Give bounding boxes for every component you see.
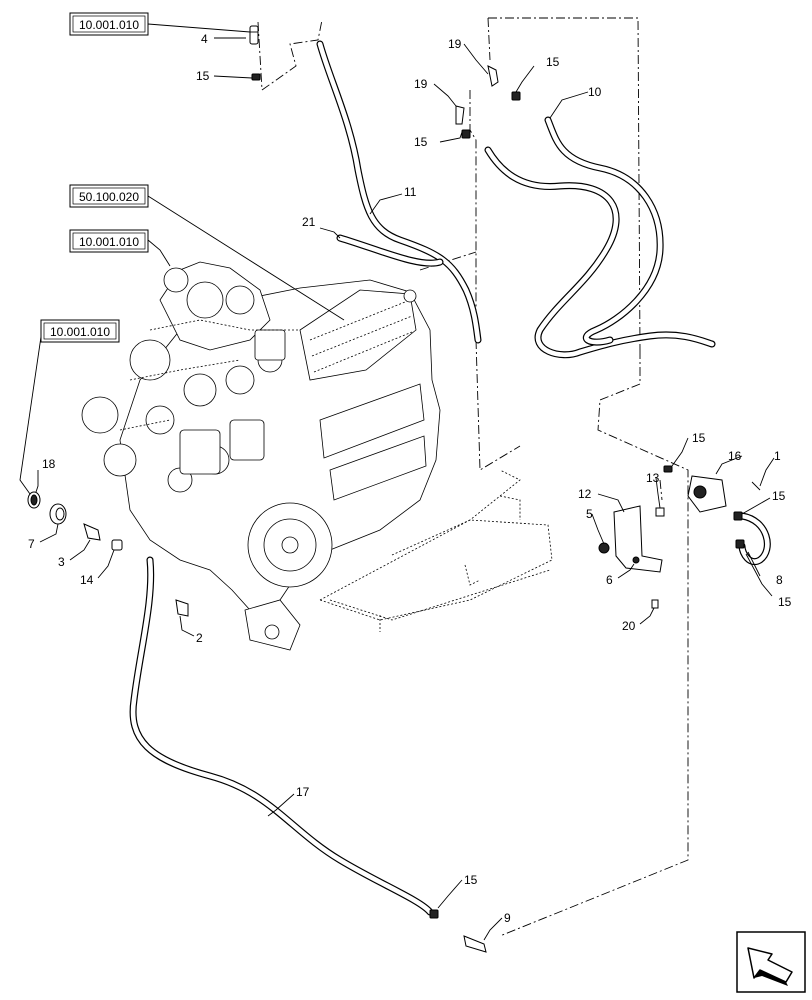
callout-12: 12 bbox=[578, 487, 592, 501]
callout-18: 18 bbox=[42, 457, 56, 471]
callout-7: 7 bbox=[28, 537, 35, 551]
callout-4: 4 bbox=[201, 32, 208, 46]
callout-3: 3 bbox=[58, 555, 65, 569]
engine-base-frame bbox=[318, 469, 553, 632]
reference-box-upper-mid[interactable]: 50.100.020 bbox=[69, 184, 149, 208]
callout-2: 2 bbox=[196, 631, 203, 645]
callout-8: 8 bbox=[776, 573, 783, 587]
callout-15: 15 bbox=[772, 489, 786, 503]
ref-label: 10.001.010 bbox=[50, 325, 110, 339]
leader-lines bbox=[19, 23, 775, 941]
callout-15: 15 bbox=[692, 431, 706, 445]
callout-13: 13 bbox=[646, 471, 660, 485]
callout-10: 10 bbox=[588, 85, 602, 99]
callout-17: 17 bbox=[296, 785, 310, 799]
next-page-arrow-icon[interactable] bbox=[736, 931, 806, 993]
callout-5: 5 bbox=[586, 507, 593, 521]
hoses bbox=[129, 40, 771, 916]
callout-19: 19 bbox=[414, 77, 428, 91]
engine-assembly bbox=[81, 261, 441, 651]
ref-label: 10.001.010 bbox=[79, 18, 139, 32]
callout-9: 9 bbox=[504, 911, 511, 925]
callout-14: 14 bbox=[80, 573, 94, 587]
ref-label: 10.001.010 bbox=[79, 235, 139, 249]
reference-box-mid[interactable]: 10.001.010 bbox=[69, 229, 149, 253]
callout-11: 11 bbox=[404, 185, 417, 199]
callout-15: 15 bbox=[464, 873, 478, 887]
callout-19: 19 bbox=[448, 37, 462, 51]
callout-6: 6 bbox=[606, 573, 613, 587]
callout-15: 15 bbox=[196, 69, 210, 83]
callout-1: 1 bbox=[774, 449, 781, 463]
reference-box-left[interactable]: 10.001.010 bbox=[40, 319, 120, 343]
callout-20: 20 bbox=[622, 619, 636, 633]
reference-box-top[interactable]: 10.001.010 bbox=[69, 12, 149, 36]
callout-15: 15 bbox=[546, 55, 560, 69]
callout-15: 15 bbox=[778, 595, 792, 609]
callout-21: 21 bbox=[302, 215, 316, 229]
callout-16: 16 bbox=[728, 449, 742, 463]
callout-15: 15 bbox=[414, 135, 428, 149]
callout-labels: 4 15 19 15 19 10 15 11 21 18 7 3 14 2 15… bbox=[28, 32, 792, 925]
ref-label: 50.100.020 bbox=[79, 190, 139, 204]
small-parts bbox=[27, 25, 761, 953]
